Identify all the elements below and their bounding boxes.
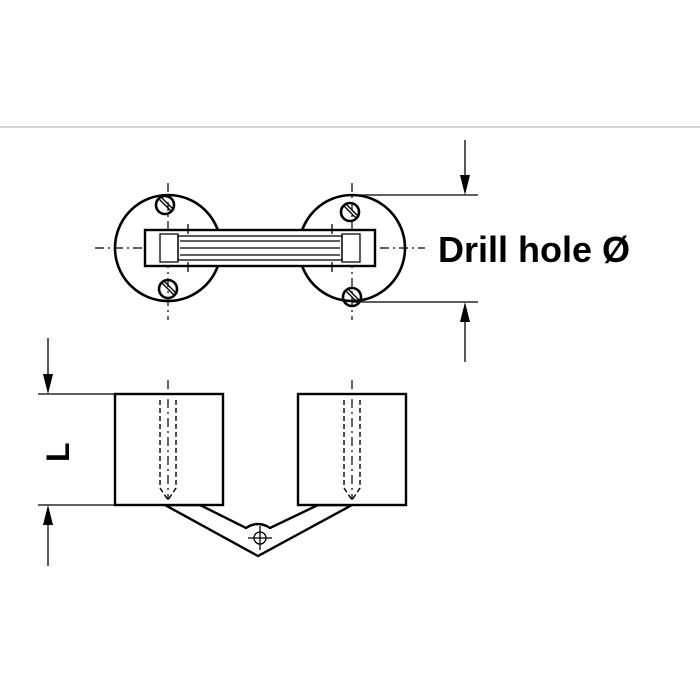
length-label: L [40, 442, 76, 462]
left-bracket-end [159, 233, 179, 263]
left-block [113, 392, 225, 507]
drill-hole-dimension: Drill hole Ø [352, 140, 630, 362]
left-hidden-hole [159, 400, 177, 502]
arrow-up-icon [43, 505, 53, 525]
drill-hole-label: Drill hole Ø [438, 229, 630, 270]
screw-icon [154, 194, 176, 216]
screw-icon [339, 201, 361, 223]
top-view [95, 183, 425, 320]
right-hidden-hole [343, 400, 361, 502]
arrow-up-icon [460, 302, 470, 322]
connector-plate [164, 503, 353, 558]
length-dimension: L [38, 338, 115, 566]
arrow-down-icon [460, 175, 470, 195]
right-bracket-end [341, 233, 361, 263]
arrow-down-icon [43, 374, 53, 394]
screw-icon [157, 278, 179, 300]
side-view [113, 380, 408, 558]
